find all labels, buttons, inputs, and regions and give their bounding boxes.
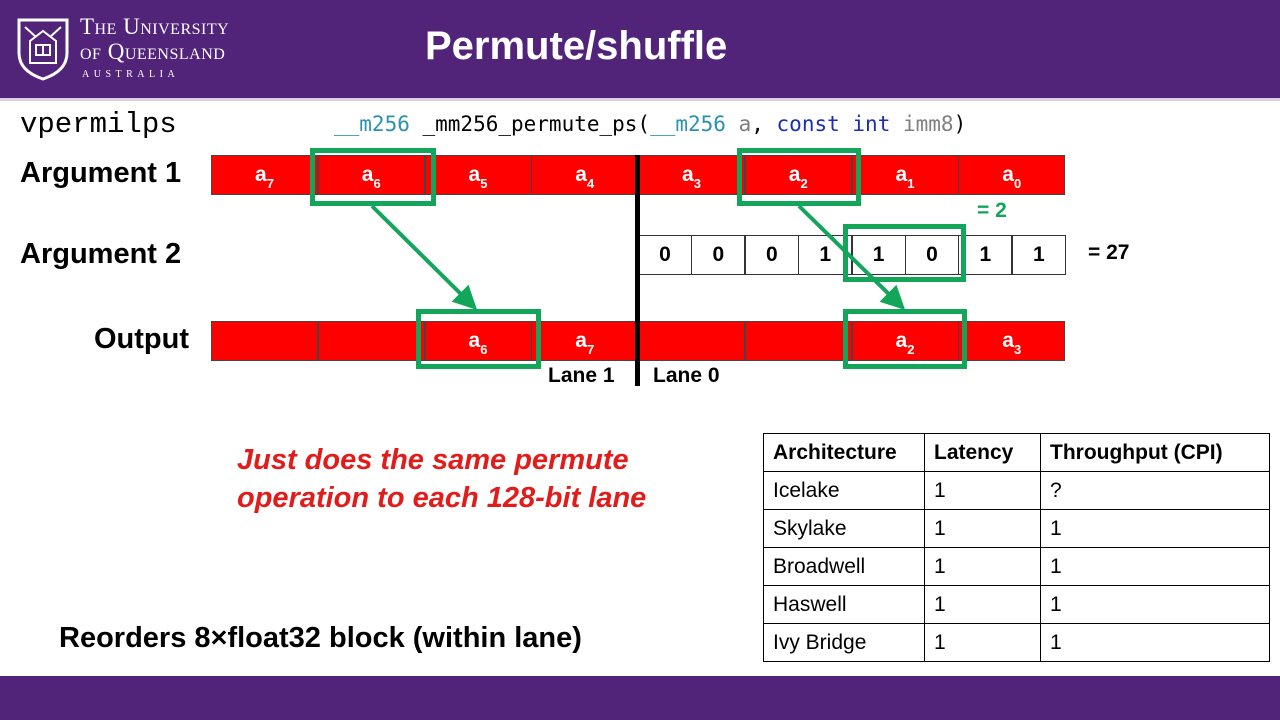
signature-const-keyword: const — [776, 112, 840, 136]
university-country: AUSTRALIA — [82, 69, 180, 80]
cell-latency: 1 — [924, 623, 1041, 662]
argument1-cell: a6 — [317, 155, 425, 195]
output-cell — [317, 321, 425, 361]
signature-close: ) — [953, 112, 967, 136]
output-cell — [638, 321, 745, 361]
cell-architecture: Haswell — [763, 585, 925, 624]
cell-throughput: 1 — [1040, 623, 1270, 662]
highlight-output-a2 — [843, 309, 967, 369]
header-bar: The University of Queensland AUSTRALIA P… — [0, 0, 1280, 98]
signature-space — [840, 112, 853, 136]
argument1-cell: a2 — [744, 155, 852, 195]
selected-index-label: = 2 — [977, 199, 1007, 222]
argument1-cell: a5 — [424, 155, 532, 195]
performance-table: Architecture Latency Throughput (CPI) Ic… — [763, 433, 1270, 662]
university-name-line2: of Queensland — [80, 39, 226, 64]
control-bit: 0 — [638, 235, 692, 275]
table-row: Broadwell 1 1 — [763, 547, 1270, 586]
summary-text: Reorders 8×float32 block (within lane) — [59, 622, 582, 654]
control-bit: 0 — [744, 235, 799, 275]
signature-param-a: a — [725, 112, 752, 136]
signature-return-type: __m256 — [334, 112, 410, 136]
control-bit: 0 — [905, 235, 959, 275]
signature-param-type: __m256 — [650, 112, 726, 136]
cell-latency: 1 — [924, 471, 1041, 510]
argument2-label: Argument 2 — [20, 238, 182, 270]
argument1-cell: a1 — [851, 155, 959, 195]
highlight-output-a6 — [416, 309, 541, 369]
cell-architecture: Ivy Bridge — [763, 623, 925, 662]
instruction-mnemonic: vpermilps — [20, 108, 177, 141]
cell-architecture: Icelake — [763, 471, 925, 510]
argument1-label: Argument 1 — [20, 157, 182, 189]
output-cell: a6 — [424, 321, 532, 361]
cell-throughput: 1 — [1040, 509, 1270, 548]
table-header-row: Architecture Latency Throughput (CPI) — [763, 433, 1270, 472]
cell-throughput: 1 — [1040, 585, 1270, 624]
header-architecture: Architecture — [763, 433, 925, 472]
cell-latency: 1 — [924, 509, 1041, 548]
table-row: Skylake 1 1 — [763, 509, 1270, 548]
output-cell: a3 — [958, 321, 1066, 361]
highlight-arg1-a2 — [737, 148, 861, 206]
lane-note: Just does the same permute operation to … — [237, 441, 646, 517]
argument1-cell: a7 — [211, 155, 318, 195]
university-name-line1: The University — [80, 14, 230, 39]
argument1-cell: a0 — [958, 155, 1066, 195]
output-label: Output — [94, 323, 190, 355]
control-bit: 0 — [691, 235, 746, 275]
argument1-cell: a4 — [531, 155, 639, 195]
lane-note-line2: operation to each 128-bit lane — [237, 482, 647, 514]
output-cell: a2 — [851, 321, 959, 361]
lane-divider — [635, 155, 640, 386]
lane1-label: Lane 1 — [548, 364, 615, 387]
cell-throughput: ? — [1040, 471, 1270, 510]
output-cell: a7 — [531, 321, 639, 361]
cell-architecture: Broadwell — [763, 547, 925, 586]
control-value-label: = 27 — [1088, 241, 1130, 264]
cell-latency: 1 — [924, 547, 1041, 586]
table-row: Ivy Bridge 1 1 — [763, 623, 1270, 662]
argument1-cell: a3 — [638, 155, 745, 195]
intrinsic-signature: __m256 _mm256_permute_ps(__m256 a, const… — [334, 112, 966, 136]
header-latency: Latency — [924, 433, 1041, 472]
header-throughput: Throughput (CPI) — [1040, 433, 1270, 472]
table-row: Icelake 1 ? — [763, 471, 1270, 510]
output-cell — [211, 321, 318, 361]
control-bit: 1 — [958, 235, 1013, 275]
cell-latency: 1 — [924, 585, 1041, 624]
signature-comma: , — [751, 112, 777, 136]
slide-title: Permute/shuffle — [425, 24, 728, 68]
highlight-control-bits — [843, 224, 966, 282]
footer-bar — [0, 676, 1280, 720]
control-bit: 1 — [1011, 235, 1066, 275]
header-divider — [0, 98, 1280, 101]
arrow-a6-to-output — [370, 204, 478, 311]
signature-function: _mm256_permute_ps( — [409, 112, 651, 136]
highlight-arg1-a6 — [310, 148, 436, 206]
signature-int-keyword: int — [852, 112, 891, 136]
lane0-label: Lane 0 — [653, 364, 720, 387]
lane-note-line1: Just does the same permute — [237, 444, 629, 476]
cell-throughput: 1 — [1040, 547, 1270, 586]
signature-param-imm8: imm8 — [890, 112, 954, 136]
cell-architecture: Skylake — [763, 509, 925, 548]
output-cell — [744, 321, 852, 361]
table-row: Haswell 1 1 — [763, 585, 1270, 624]
university-crest-icon — [17, 18, 69, 81]
